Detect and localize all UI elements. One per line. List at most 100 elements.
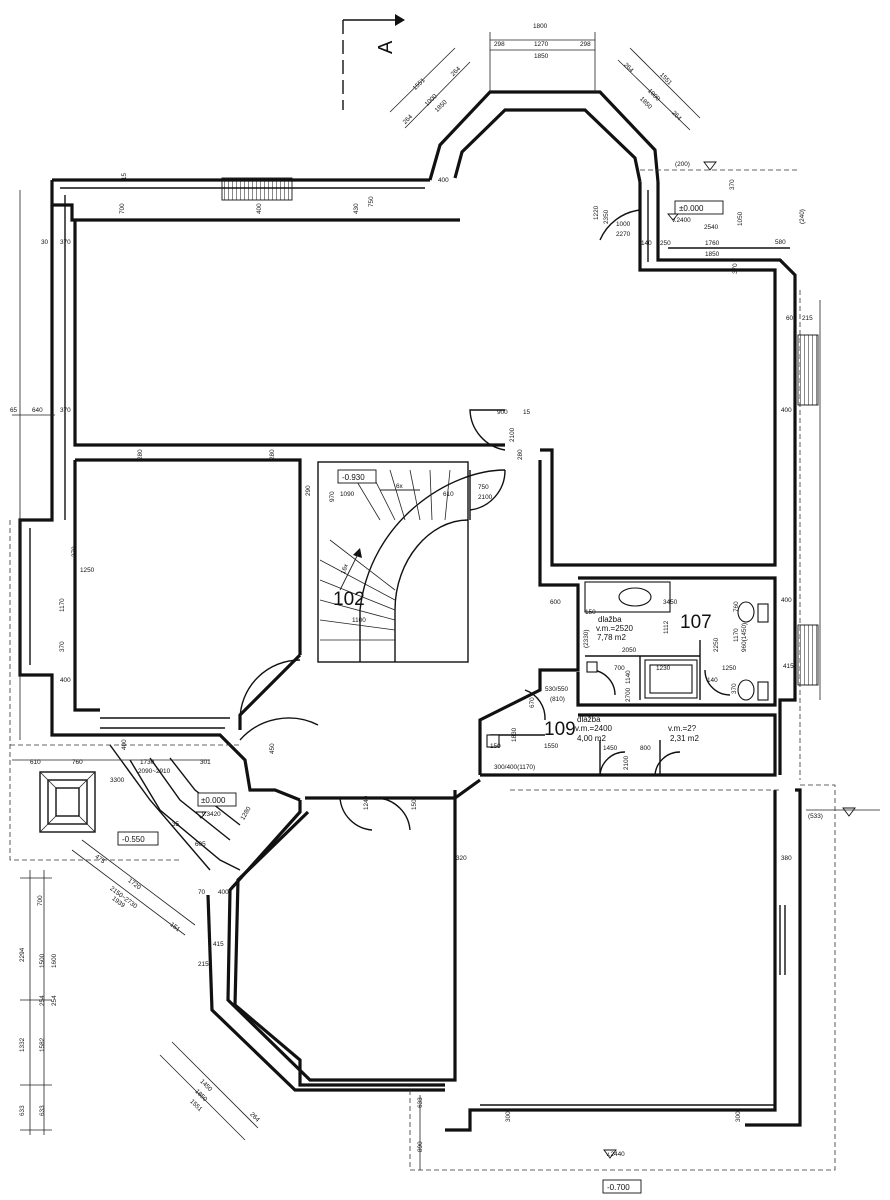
dim-w-65: 65 [10, 407, 18, 414]
hatched-elements [221, 177, 819, 686]
dim-sl-700: 700 [37, 895, 44, 906]
dimension-texts: 1800 298 1270 298 1850 1551 264 1000 185… [10, 23, 823, 1158]
dim-sl-2294: 2294 [19, 947, 26, 962]
bathroom-fixtures [486, 581, 769, 748]
dim-r109-1550: 1550 [544, 743, 559, 750]
dim-sr-300a: 300 [505, 1111, 512, 1122]
dim-en-475: 475 [93, 853, 106, 865]
dim-en-70: 70 [198, 889, 206, 896]
dim-b-1140: 1140 [625, 670, 632, 684]
dim-r109-810: (810) [550, 696, 565, 703]
exterior-walls [18, 90, 802, 1132]
dim-r109-1830: 1830 [511, 727, 518, 742]
dim-b-700: 700 [614, 665, 625, 672]
level-terrace-ne: ±0.000 [679, 204, 704, 213]
dim-b-2050: 2050 [622, 647, 637, 654]
dim-sr-380: 380 [781, 855, 792, 862]
doors [239, 209, 731, 831]
dim-sr-v2440: v.2440 [606, 1151, 625, 1158]
dim-en-1720: 1720 [126, 877, 142, 891]
dim-t-1050: 1050 [737, 211, 744, 226]
dim-r109-530: 530/550 [545, 686, 569, 693]
dim-s-900: 900 [497, 409, 508, 416]
room-109-name: dlažba [577, 715, 601, 724]
room-107-height: v.m.=2520 [596, 624, 634, 633]
dim-en-3300: 3300 [110, 777, 125, 784]
dim-s-280: 280 [517, 449, 524, 460]
dim-t-200: (200) [675, 161, 690, 168]
dim-w-370: 370 [60, 239, 71, 246]
dim-en-610: 610 [30, 759, 41, 766]
dim-nw-400b: 400 [438, 177, 449, 184]
dim-top-1270: 1270 [534, 41, 549, 48]
dim-s-280b: 280 [137, 449, 144, 460]
dim-sl-1582: 1582 [39, 1037, 46, 1052]
level-boxes: ±0.000 -0.930 ±0.000 -0.550 -0.700 [117, 200, 724, 1194]
dim-w-370b: 370 [60, 407, 71, 414]
dim-s-610: 610 [443, 491, 454, 498]
dimension-lines [12, 32, 880, 1170]
dim-t-1850: 1850 [705, 251, 720, 258]
dim-w-1170: 1170 [59, 598, 66, 612]
dim-w-1250: 1250 [80, 567, 95, 574]
dim-b-1250: 1250 [722, 665, 737, 672]
room-wc-area: 2,31 m2 [670, 734, 699, 743]
dim-r109-2100: 2100 [623, 755, 630, 770]
dim-e-400: 400 [781, 407, 792, 414]
dim-s-16x: 16x [340, 562, 350, 575]
room-107-number: 107 [680, 612, 712, 633]
level-stair-landing: -0.930 [342, 473, 365, 482]
dim-s-6x: 6x [396, 483, 404, 490]
level-entrance: ±0.000 [201, 796, 226, 805]
dim-sl-254b: 254 [51, 995, 58, 1006]
dim-r109-450: 450 [269, 743, 276, 754]
dim-t-370b: 370 [732, 263, 739, 274]
dim-s-750: 750 [478, 484, 489, 491]
dim-r109-300: 300/400(1170) [494, 764, 535, 771]
entrance-area [39, 744, 241, 871]
dim-w-640: 640 [32, 407, 43, 414]
section-marker-label: A [375, 40, 397, 54]
dim-e-60: 60 [786, 315, 794, 322]
dim-s-1100: 1100 [352, 617, 366, 624]
dim-s-290: 290 [305, 485, 312, 496]
dim-en-35: 35 [172, 821, 180, 828]
dim-bayr-1551: 1551 [658, 72, 673, 87]
dim-b-1112: 1112 [663, 620, 670, 634]
dim-b-1170: 1170 [733, 628, 740, 642]
dim-top-1850: 1850 [534, 53, 549, 60]
dim-top-298b: 298 [580, 41, 591, 48]
dim-en-301: 301 [200, 759, 211, 766]
dim-b-150: 150 [585, 609, 596, 616]
dim-e-215: 215 [802, 315, 813, 322]
dim-b-2250: 2250 [713, 637, 720, 652]
dim-en-1730: 1730 [140, 759, 155, 766]
dim-s-2100b: 2100 [478, 494, 493, 501]
dim-en-1240: 1240 [363, 795, 370, 810]
dim-en-151: 151 [168, 921, 181, 933]
dim-en-1280: 1280 [239, 805, 252, 821]
dim-t-v2400: v.2400 [672, 217, 691, 224]
dim-bsw-215: 215 [198, 961, 209, 968]
dim-en-150: 150 [411, 799, 418, 810]
dim-t-250: 250 [660, 240, 671, 247]
dim-t-2350: 2350 [603, 209, 610, 224]
dim-sr-533: (533) [808, 813, 823, 820]
dim-top-1800: 1800 [533, 23, 548, 30]
dim-b-960: 960(1450) [741, 623, 748, 652]
dim-b-3450: 3450 [663, 599, 678, 606]
dim-nw-15: 15 [121, 172, 128, 180]
dim-e-415: 415 [783, 663, 794, 670]
dim-bayl-1850: 1850 [434, 99, 449, 114]
dim-s-970: 970 [329, 491, 336, 502]
dim-b-140: 140 [707, 677, 718, 684]
dim-t-2270: 2270 [616, 231, 631, 238]
dim-en-400: 400 [121, 739, 128, 750]
detail-lines [29, 187, 790, 1106]
dim-t-1000: 1000 [616, 221, 631, 228]
dim-bsw-264: 264 [248, 1111, 261, 1124]
dim-bayl-264b: 264 [450, 65, 463, 78]
dim-bayl-264a: 264 [402, 113, 415, 126]
dim-sl-1500: 1500 [39, 953, 46, 968]
room-107-area: 7,78 m2 [597, 633, 626, 642]
